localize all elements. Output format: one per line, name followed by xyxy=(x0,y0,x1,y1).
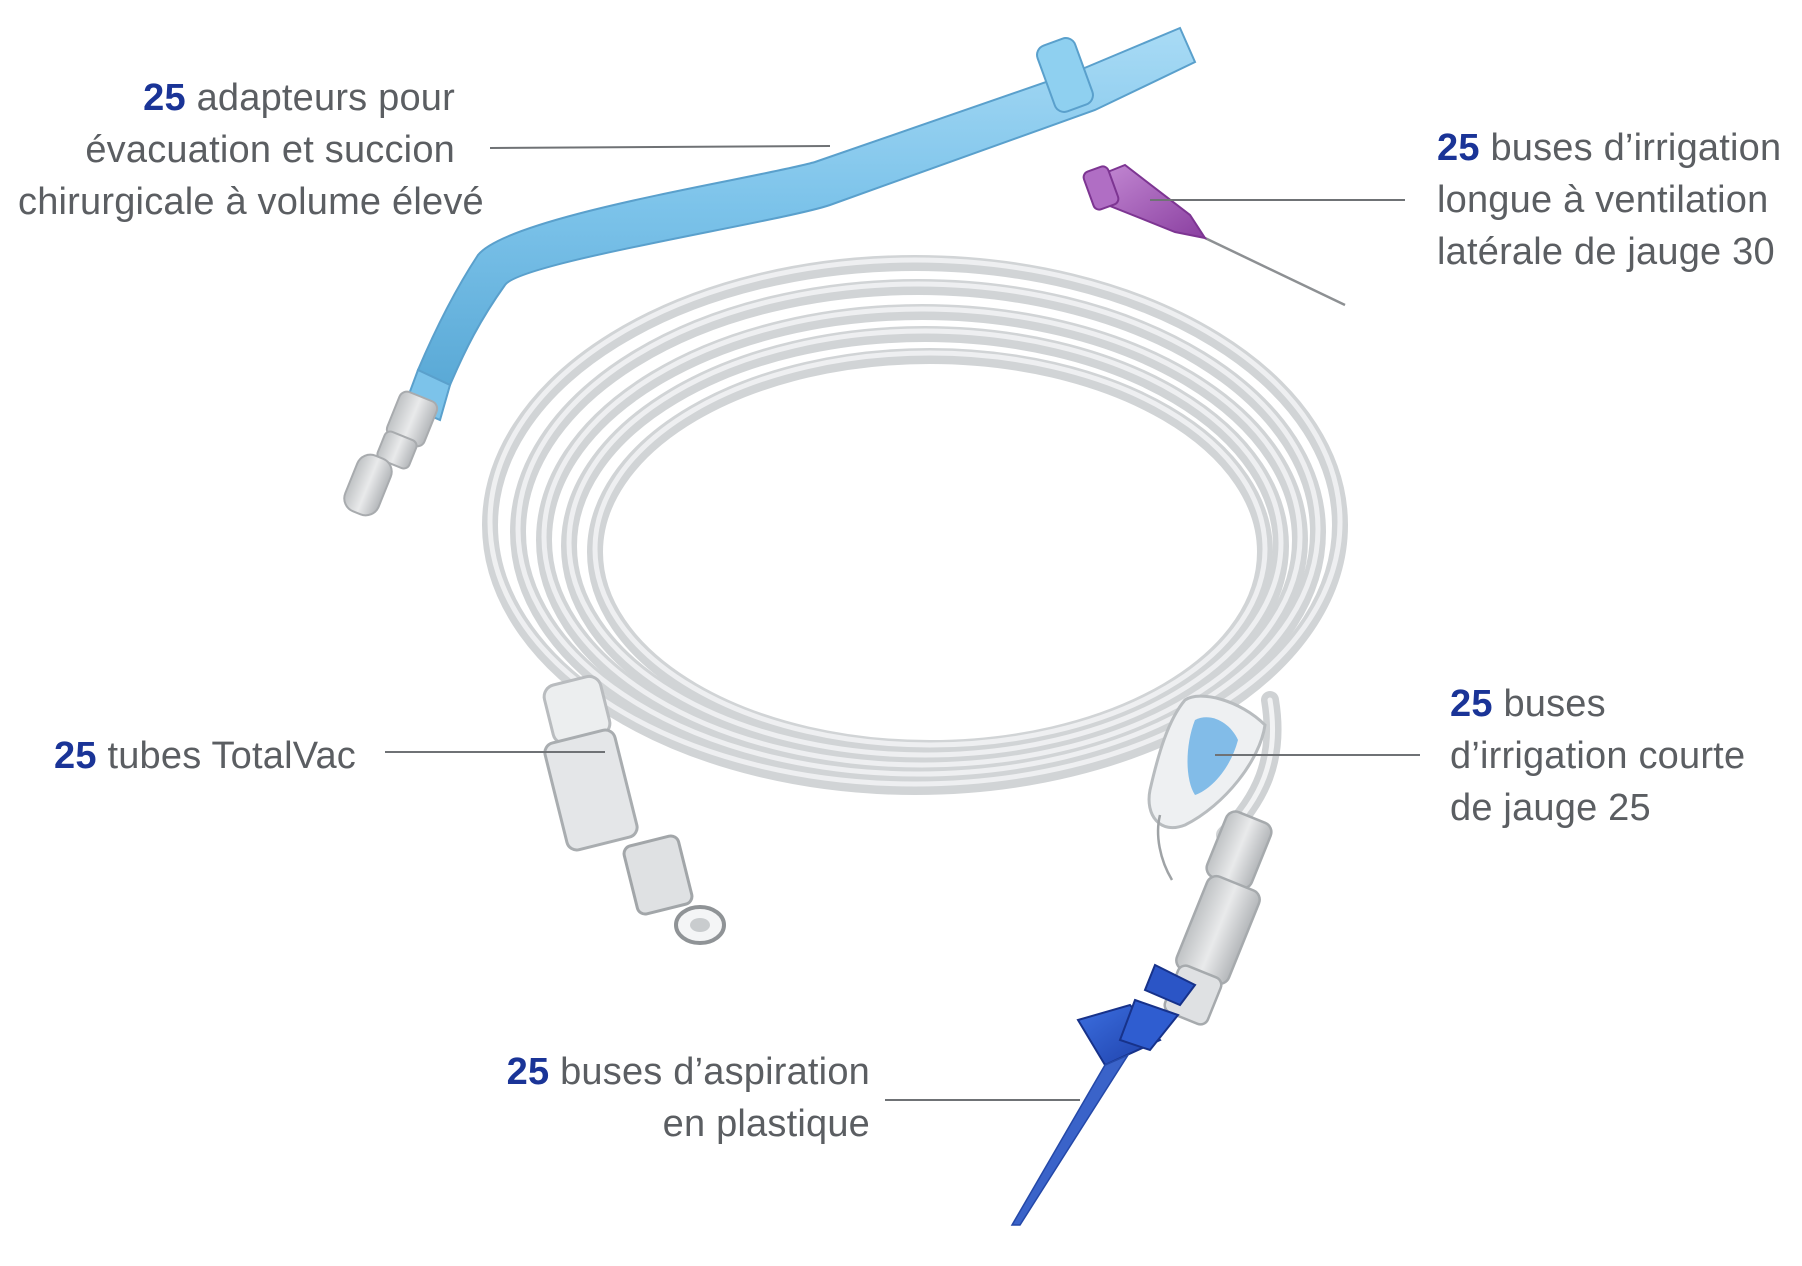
label-short-irrigation-tips: 25 buses d’irrigation courte de jauge 25 xyxy=(1450,678,1780,834)
label-long-irrigation-tips: 25 buses d’irrigation longue à ventilati… xyxy=(1437,122,1797,278)
label-text: chirurgicale à volume élevé xyxy=(18,181,484,223)
tube-connector xyxy=(542,674,726,945)
short-irrigation-tip xyxy=(1147,694,1267,881)
label-aspiration-tips: 25 buses d’aspiration en plastique xyxy=(470,1046,870,1150)
label-hve-adapters: 25 adapteurs pour évacuation et succion … xyxy=(18,72,484,228)
label-text: buses d’aspiration xyxy=(560,1051,870,1093)
label-text: d’irrigation courte xyxy=(1450,735,1746,777)
quantity: 25 xyxy=(143,77,186,119)
label-text: évacuation et succion xyxy=(85,129,455,171)
aspiration-tip xyxy=(1010,963,1197,1226)
label-text: adapteurs pour xyxy=(196,77,455,119)
leader-lines xyxy=(385,145,1420,1101)
quantity: 25 xyxy=(54,735,97,777)
quantity: 25 xyxy=(1450,683,1493,725)
label-totalvac-tubes: 25 tubes TotalVac xyxy=(54,730,356,782)
label-text: longue à ventilation xyxy=(1437,179,1769,221)
long-irrigation-tip xyxy=(1082,163,1346,307)
leader-line-hve xyxy=(489,145,831,149)
label-text: buses xyxy=(1503,683,1606,725)
label-text: de jauge 25 xyxy=(1450,787,1651,829)
label-text: buses d’irrigation xyxy=(1490,127,1782,169)
quantity: 25 xyxy=(506,1051,550,1093)
hve-adapter xyxy=(343,26,1197,517)
totalvac-tubing-coil xyxy=(482,255,1348,844)
label-text: latérale de jauge 30 xyxy=(1437,231,1775,273)
quantity: 25 xyxy=(1437,127,1480,169)
label-text: tubes TotalVac xyxy=(107,735,356,777)
label-text: en plastique xyxy=(662,1103,870,1145)
